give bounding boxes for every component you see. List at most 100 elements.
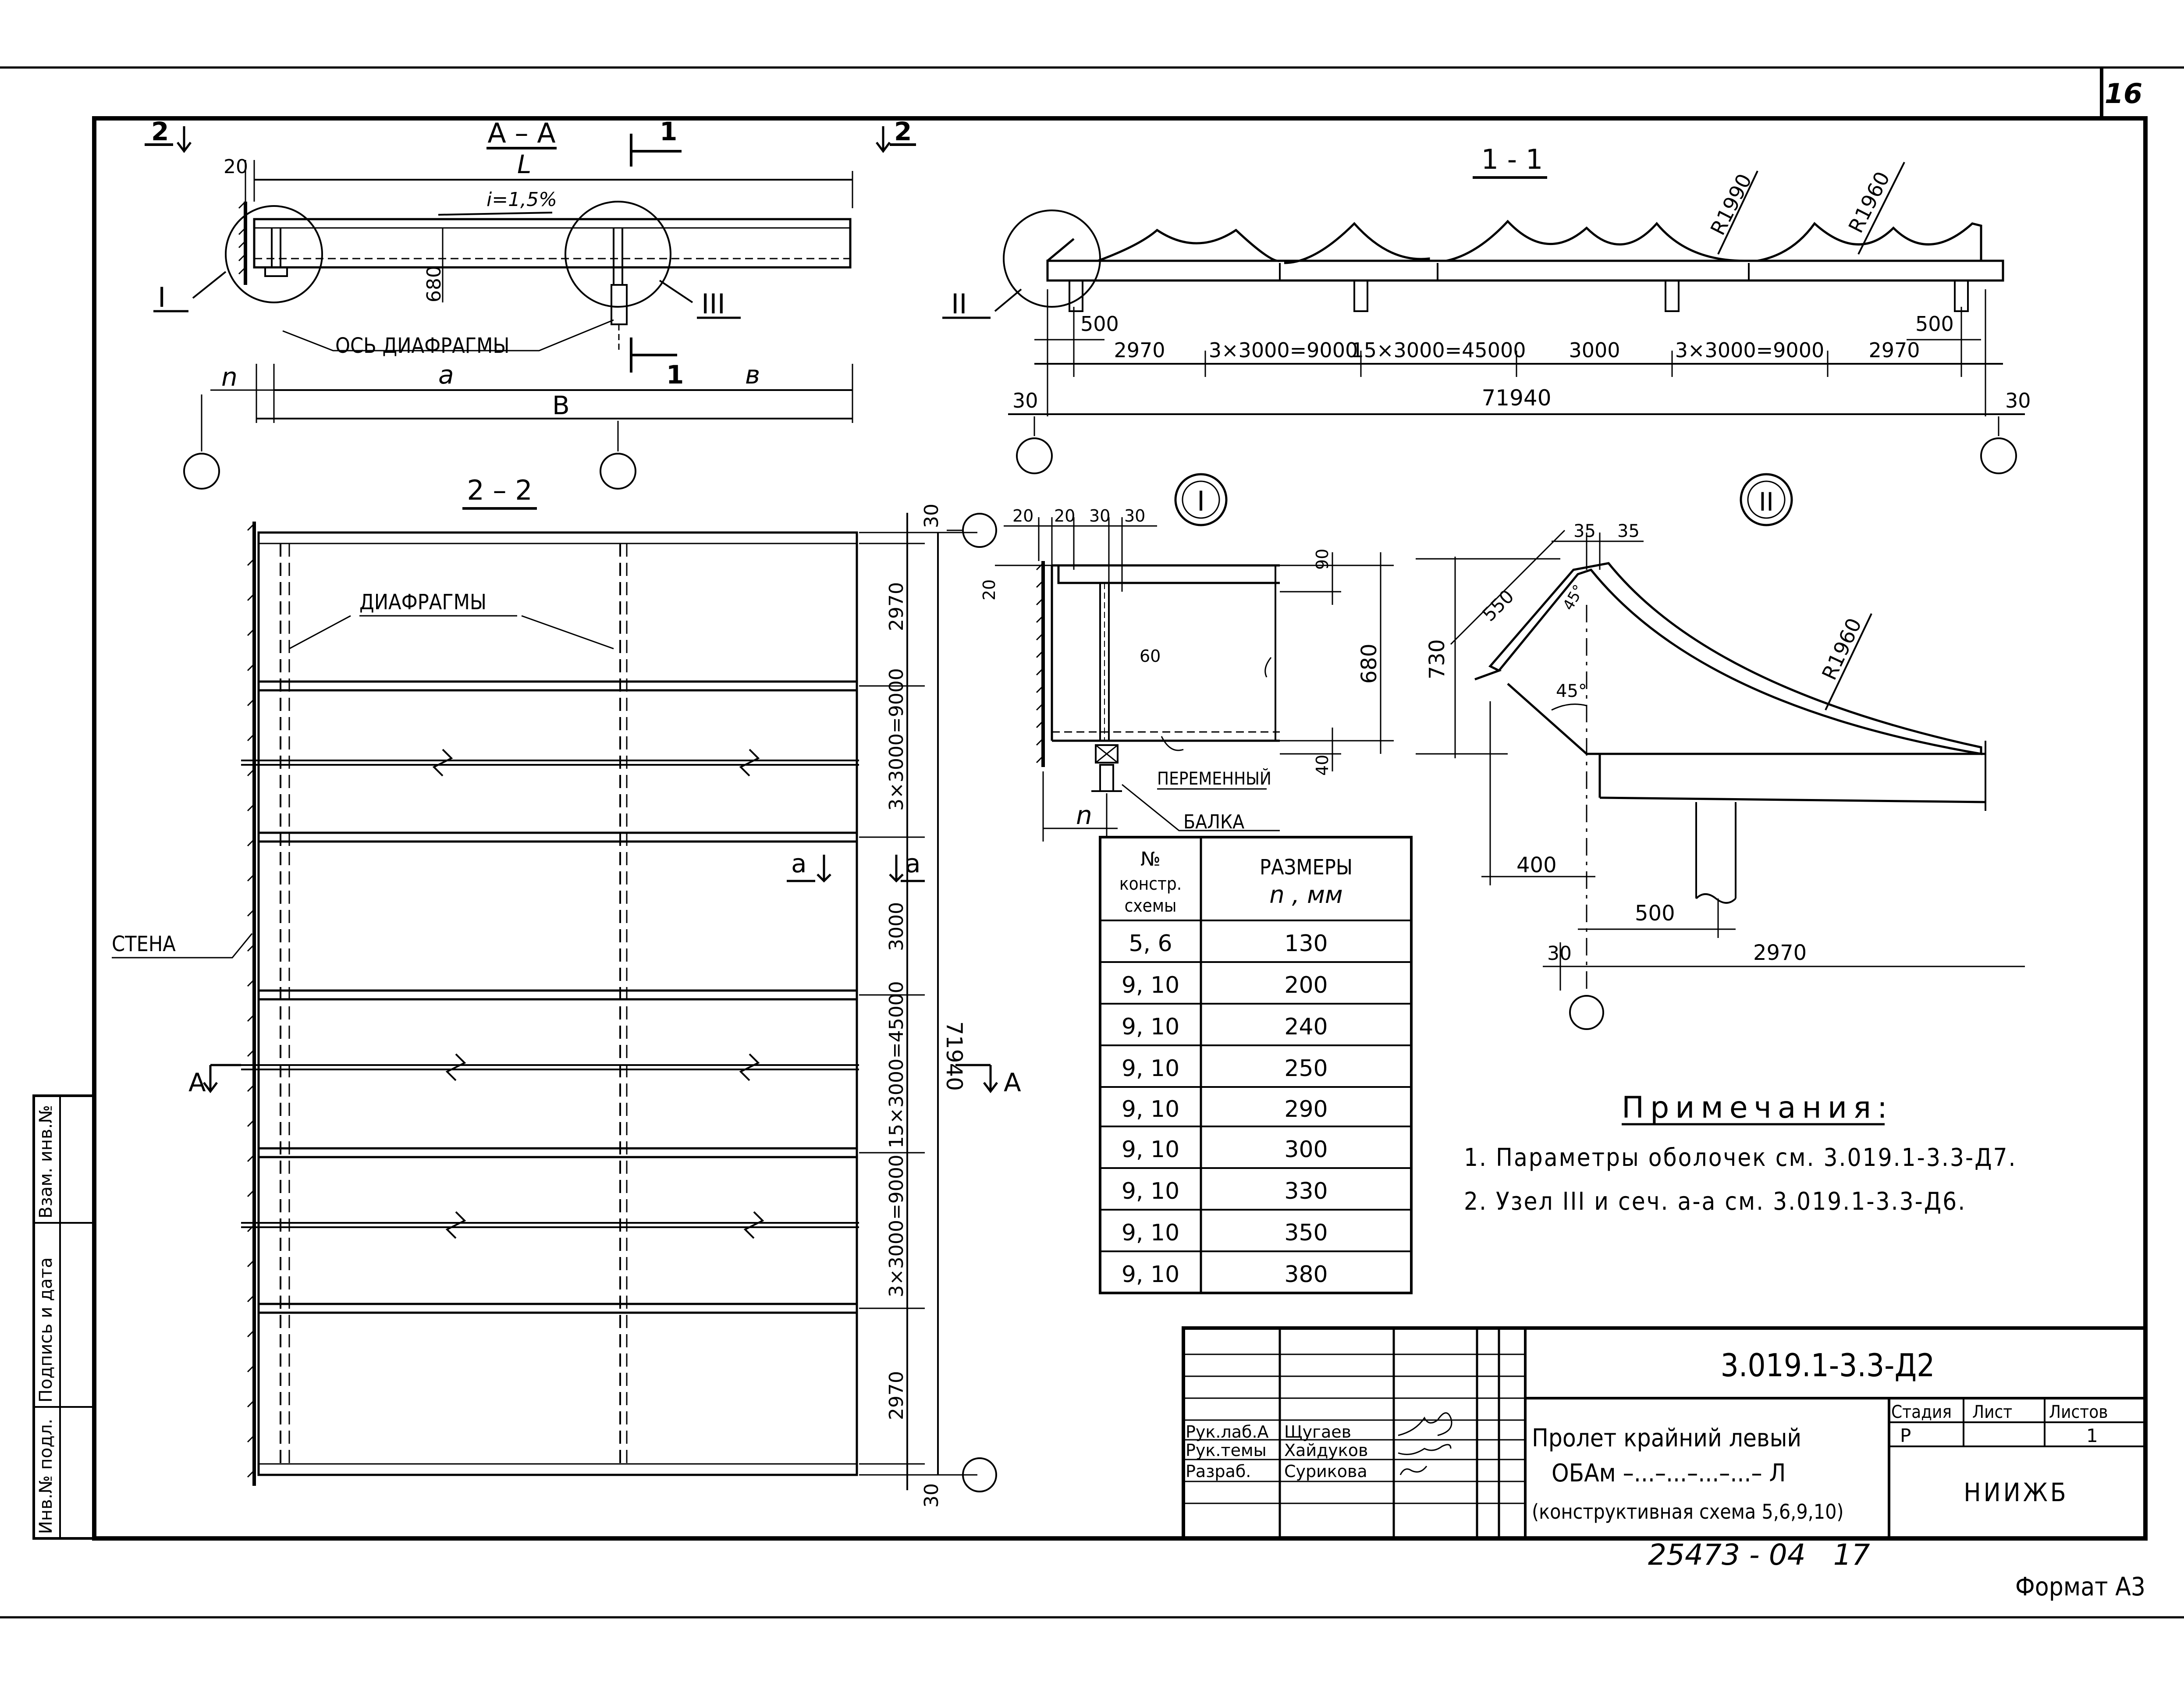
dim-aa-b: в <box>745 360 760 390</box>
page-number: 16 <box>2105 78 2142 110</box>
table-header-constr: констр. <box>1119 874 1182 894</box>
tb-name-3: Сурикова <box>1284 1462 1367 1481</box>
diaphragms-label: ДИАФРАГМЫ <box>359 590 487 614</box>
side-stamp-sign-date: Подпись и дата <box>36 1257 56 1403</box>
dim-aa-20: 20 <box>224 156 248 178</box>
table-header-sizes: РАЗМЕРЫ <box>1260 855 1353 880</box>
table-header-scheme: схемы <box>1125 896 1177 916</box>
tb-sheet-label: Лист <box>1972 1402 2012 1422</box>
dim-22-30-top: 30 <box>920 504 943 528</box>
dim-22-3000: 3000 <box>885 902 908 951</box>
dim-11-2970-left: 2970 <box>1114 338 1165 362</box>
dim-11-30-right: 30 <box>2005 389 2031 412</box>
radius-R1960-detail: R1960 <box>1817 614 1866 684</box>
tb-role-1: Рук.лаб.А <box>1186 1422 1269 1442</box>
section-aa-cut-left: 2 <box>151 117 169 146</box>
inventory-number: 25473 - 04 17 <box>1648 1538 1870 1572</box>
tb-code: 3.019.1-3.3-Д2 <box>1721 1347 1935 1384</box>
node-circle-III <box>565 201 671 308</box>
tb-title-line-3: (конструктивная схема 5,6,9,10) <box>1532 1500 1844 1524</box>
table-row-5-n: 290 <box>1284 1096 1328 1122</box>
dim-aa-L: L <box>517 149 531 179</box>
section-22-title: 2 – 2 <box>467 474 532 506</box>
tb-title-line-1: Пролет крайний левый <box>1532 1424 1801 1453</box>
tb-stage-label: Стадия <box>1891 1402 1952 1422</box>
tb-org: НИИЖБ <box>1964 1477 2068 1507</box>
diaphragm-axis-label: ОСЬ ДИАФРАГМЫ <box>335 334 510 358</box>
table-header-num: № <box>1140 848 1161 870</box>
dim-22-30-bottom: 30 <box>920 1483 943 1508</box>
dim-I-20-side: 20 <box>980 579 999 600</box>
table-row-4-scheme: 9, 10 <box>1122 1055 1179 1082</box>
dim-II-2970: 2970 <box>1753 941 1807 965</box>
table-row-7-scheme: 9, 10 <box>1122 1178 1179 1204</box>
dimensions-table: № констр. схемы РАЗМЕРЫ n , мм 5, 6 130 … <box>1099 836 1413 1294</box>
dim-aa-B: В <box>552 391 570 420</box>
tb-sheets-label: Листов <box>2049 1402 2108 1422</box>
detail-I-marker-circle <box>1174 473 1228 526</box>
table-row-3-n: 240 <box>1284 1014 1328 1040</box>
axis-bubble-aa-right <box>600 453 636 490</box>
dim-I-90: 90 <box>1313 549 1332 570</box>
angle-45-lower: 45° <box>1556 681 1587 701</box>
dim-22-3x3000-bottom: 3×3000=9000 <box>885 1154 908 1297</box>
detail-II: II 45° 45° R1960 35 35 550 730 400 <box>1416 473 2025 1030</box>
format-label: Формат А3 <box>2015 1572 2145 1602</box>
axis-bubble-11-left <box>1016 437 1053 474</box>
tb-title-line-2: ОБАм –...–...–...–...– Л <box>1552 1459 1786 1488</box>
section-aa-title: А – А <box>487 117 555 149</box>
section-aa-cut-top: 1 <box>660 117 677 146</box>
radius-R1960-top: R1960 <box>1844 168 1895 237</box>
table-row-6-n: 300 <box>1284 1137 1328 1163</box>
tb-name-2: Хайдуков <box>1284 1441 1368 1460</box>
note-1: 1. Параметры оболочек см. 3.019.1-3.3-Д7… <box>1464 1144 2017 1172</box>
dim-aa-n: n <box>221 362 238 392</box>
cut-a-left: а <box>791 849 807 878</box>
axis-bubble-22-bottom <box>962 1457 997 1492</box>
tb-sheets: 1 <box>2086 1425 2098 1446</box>
side-stamp: Инв.№ подл. Подпись и дата Взам. инв.№ <box>32 1094 96 1540</box>
dim-22-total: 71940 <box>941 1021 967 1091</box>
dim-I-60: 60 <box>1140 646 1161 666</box>
dim-11-2970-right: 2970 <box>1868 338 1920 362</box>
radius-R1990: R1990 <box>1706 170 1757 239</box>
table-row-2-scheme: 9, 10 <box>1122 972 1179 998</box>
detail-I-marker: I <box>1197 485 1205 517</box>
detail-I: I 20 20 30 30 20 90 680 60 40 <box>980 473 1394 842</box>
detail-II-marker-circle <box>1740 473 1793 526</box>
dim-II-35b: 35 <box>1617 521 1640 541</box>
table-row-8-n: 350 <box>1284 1220 1328 1246</box>
dim-11-3x3000-right: 3×3000=9000 <box>1675 338 1825 362</box>
notes: Примечания: 1. Параметры оболочек см. 3.… <box>1464 1090 2017 1216</box>
dim-I-680: 680 <box>1357 643 1381 684</box>
notes-title: Примечания: <box>1622 1090 1893 1125</box>
dim-I-30a: 30 <box>1089 506 1110 526</box>
dim-11-total: 71940 <box>1481 385 1551 411</box>
dim-11-3x3000-left: 3×3000=9000 <box>1209 338 1358 362</box>
dim-22-2970-top: 2970 <box>885 582 908 631</box>
table-header-n-mm: n , мм <box>1269 881 1342 909</box>
table-row-5-scheme: 9, 10 <box>1122 1096 1179 1122</box>
section-11: 1 - 1 II R1990 R1960 <box>942 143 2031 474</box>
table-row-8-scheme: 9, 10 <box>1122 1220 1179 1246</box>
cut-A-right: А <box>1004 1068 1021 1097</box>
section-aa-cut-bottom: 1 <box>666 360 684 390</box>
tb-role-2: Рук.темы <box>1186 1441 1267 1460</box>
table-row-6-scheme: 9, 10 <box>1122 1137 1179 1163</box>
dim-II-500: 500 <box>1635 901 1675 926</box>
title-block: Рук.лаб.А Рук.темы Разраб. Щугаев Хайдук… <box>1182 1326 2147 1540</box>
dim-22-3x3000-top: 3×3000=9000 <box>885 668 908 811</box>
dim-II-550: 550 <box>1478 586 1518 625</box>
section-11-title: 1 - 1 <box>1481 143 1543 175</box>
dim-II-730: 730 <box>1425 639 1449 679</box>
table-row-1-scheme: 5, 6 <box>1129 931 1172 957</box>
node-circle-II <box>1003 210 1101 308</box>
axis-bubble-11-right <box>1980 437 2017 474</box>
dim-11-500-left: 500 <box>1080 312 1119 336</box>
table-row-4-n: 250 <box>1284 1055 1328 1082</box>
note-2: 2. Узел III и сеч. а-а см. 3.019.1-3.3-Д… <box>1464 1187 1966 1216</box>
dim-I-n: n <box>1076 800 1092 830</box>
dim-22-15x3000: 15×3000=45000 <box>885 981 908 1148</box>
section-aa: А – А 2 2 1 1 20 L i=1,5% <box>145 117 916 490</box>
